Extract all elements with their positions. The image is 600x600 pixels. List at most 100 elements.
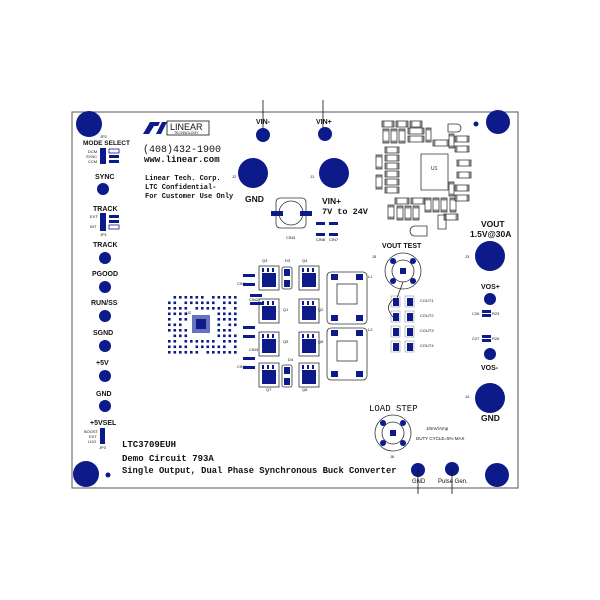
sync-terminal[interactable] bbox=[97, 183, 109, 195]
p5v-label: +5V bbox=[96, 360, 109, 367]
vos-plus-terminal[interactable] bbox=[484, 293, 496, 305]
mounting-hole bbox=[76, 111, 102, 137]
mosfet bbox=[258, 331, 280, 357]
c27-ref: C27 bbox=[472, 336, 480, 341]
track-label: TRACK bbox=[93, 242, 118, 249]
smd-component bbox=[432, 139, 450, 147]
via bbox=[195, 351, 199, 354]
p5v-terminal[interactable] bbox=[99, 370, 111, 382]
vin-minus-terminal[interactable] bbox=[256, 128, 270, 142]
jp1-jumper[interactable] bbox=[100, 213, 106, 231]
smd-component bbox=[410, 197, 426, 205]
l1-ref: L1 bbox=[368, 274, 373, 279]
u1-ref: U1 bbox=[431, 166, 438, 172]
via bbox=[179, 329, 182, 332]
via bbox=[173, 340, 177, 343]
via bbox=[206, 340, 210, 343]
fiducial bbox=[473, 121, 479, 127]
smd-component bbox=[425, 127, 432, 143]
smd-component bbox=[387, 204, 395, 220]
jp2-ref: JP2 bbox=[100, 134, 108, 139]
diode bbox=[281, 266, 293, 290]
track-terminal[interactable] bbox=[99, 252, 111, 264]
j2-gnd-jack[interactable] bbox=[238, 158, 268, 188]
mosfet bbox=[298, 298, 320, 324]
q2-ref: Q2 bbox=[318, 307, 324, 312]
diode bbox=[281, 364, 293, 388]
via bbox=[217, 345, 221, 349]
via bbox=[184, 351, 188, 354]
via bbox=[173, 334, 177, 338]
cout-pad bbox=[404, 325, 415, 338]
run-ss-terminal[interactable] bbox=[99, 310, 111, 322]
q6-ref: Q6 bbox=[318, 339, 324, 344]
j3-ref: J3 bbox=[465, 254, 470, 259]
j4-ref: J4 bbox=[465, 394, 470, 399]
smd-component bbox=[384, 170, 400, 178]
via bbox=[173, 345, 177, 349]
cout-pad bbox=[404, 310, 415, 323]
logo-sub: TECHNOLOGY bbox=[174, 131, 199, 135]
mosfet bbox=[258, 362, 280, 388]
mounting-hole bbox=[73, 461, 99, 487]
power-stage: Q3 D3 Q4 Q1 Q2 Q5 Q6 D4 Q7 Q8 CIN1 CIN2 … bbox=[237, 258, 373, 392]
gnd-terminal[interactable] bbox=[99, 400, 111, 412]
via bbox=[217, 334, 221, 338]
mosfet bbox=[258, 298, 280, 324]
via bbox=[184, 340, 188, 343]
d7-outline bbox=[409, 225, 428, 237]
smd-component bbox=[404, 205, 412, 221]
via bbox=[228, 351, 232, 354]
j6-load-step-jack[interactable] bbox=[374, 414, 412, 452]
via bbox=[179, 296, 182, 299]
via bbox=[228, 301, 232, 305]
smd-component bbox=[384, 186, 400, 194]
smd-component bbox=[395, 120, 409, 128]
via bbox=[201, 340, 204, 343]
via bbox=[201, 301, 204, 305]
r23-ref: R23 bbox=[492, 311, 500, 316]
via bbox=[206, 307, 210, 310]
via bbox=[168, 301, 171, 305]
via bbox=[184, 345, 188, 349]
input-cap-pad bbox=[243, 283, 255, 286]
l2-ref: L2 bbox=[368, 327, 373, 332]
smd-component bbox=[375, 174, 383, 190]
jp3-jumper[interactable] bbox=[100, 428, 105, 444]
via bbox=[173, 323, 177, 327]
via bbox=[184, 318, 188, 321]
via bbox=[168, 318, 171, 321]
vos-minus-terminal[interactable] bbox=[484, 348, 496, 360]
via bbox=[195, 340, 199, 343]
via bbox=[234, 345, 237, 349]
via bbox=[217, 296, 221, 299]
via bbox=[212, 296, 215, 299]
j6-ref: J6 bbox=[390, 454, 395, 459]
vout-spec: 1.5V@30A bbox=[470, 229, 511, 239]
cout-pad bbox=[404, 340, 415, 353]
jp2-jumper[interactable] bbox=[100, 148, 106, 164]
gnd-bottom-label: GND bbox=[412, 479, 426, 485]
u2-via-field bbox=[168, 296, 237, 354]
via bbox=[223, 351, 226, 354]
via bbox=[223, 301, 226, 305]
vout-test-label: VOUT TEST bbox=[382, 243, 422, 250]
via bbox=[179, 312, 182, 316]
j4-gnd-jack[interactable] bbox=[475, 383, 505, 413]
pgood-terminal[interactable] bbox=[99, 281, 111, 293]
smd-component bbox=[424, 197, 432, 213]
j1-vin-jack[interactable] bbox=[319, 158, 349, 188]
confidential-line: Linear Tech. Corp. bbox=[145, 175, 221, 183]
via bbox=[228, 340, 232, 343]
cout-pad bbox=[390, 295, 401, 308]
load-step-duty: DUTY CYCLE=5% MAX bbox=[416, 436, 465, 441]
cout3-ref: COUT3 bbox=[420, 328, 434, 333]
via bbox=[206, 345, 210, 349]
via bbox=[217, 307, 221, 310]
vin-plus-terminal[interactable] bbox=[318, 127, 332, 141]
sgnd-terminal[interactable] bbox=[99, 340, 111, 352]
mode-option: CCM bbox=[88, 159, 97, 164]
j3-vout-jack[interactable] bbox=[475, 241, 505, 271]
load-step-scale: 10mV/Amp bbox=[426, 426, 449, 431]
